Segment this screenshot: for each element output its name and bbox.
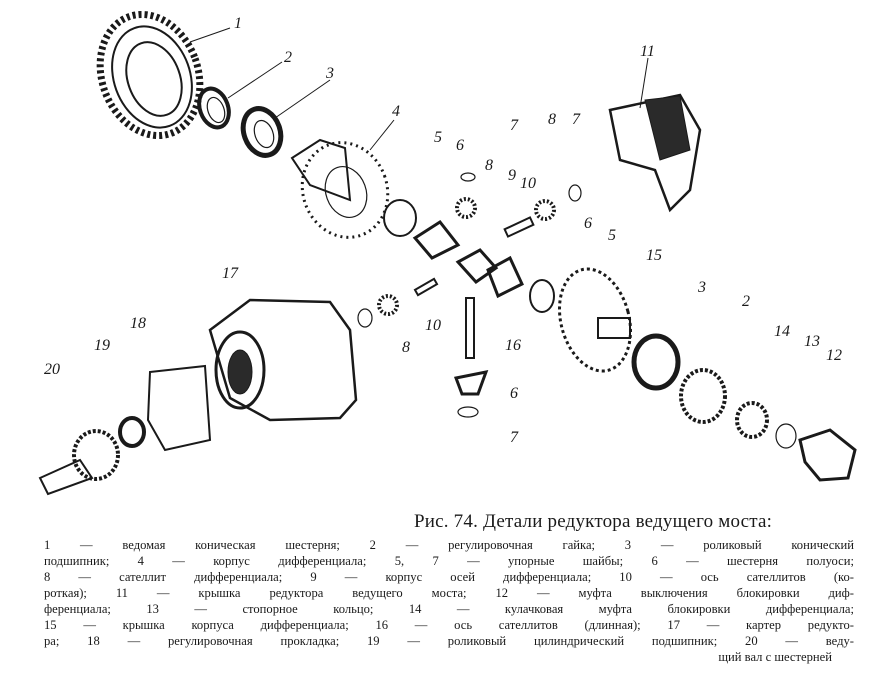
lock-clutch-part (798, 428, 857, 482)
legend-line: подшипник; 4 — корпус дифференциала; 5, … (44, 554, 854, 568)
half-shaft-gear-part (412, 220, 461, 260)
legend-line: 15 — крышка корпуса дифференциала; 16 — … (44, 618, 854, 632)
label-19: 19 (94, 337, 110, 354)
short-axle-part (503, 216, 535, 238)
label-12: 12 (826, 347, 842, 364)
label-13: 13 (804, 333, 820, 350)
label-6: 6 (456, 137, 464, 154)
adjusting-nut-right-part (679, 368, 727, 424)
label-9: 9 (508, 167, 516, 184)
label-2b: 2 (742, 293, 750, 310)
label-10: 10 (520, 175, 536, 192)
label-7: 7 (510, 117, 519, 134)
label-17: 17 (222, 265, 239, 282)
differential-case-part (290, 138, 390, 239)
label-15: 15 (646, 247, 662, 264)
diff-case-cover-part (558, 267, 632, 373)
label-20: 20 (44, 361, 60, 378)
gear-part (486, 255, 524, 299)
label-7c: 7 (510, 429, 519, 446)
label-8b: 8 (548, 111, 556, 128)
snap-ring-part (775, 423, 797, 449)
legend-line: 1 — ведомая коническая шестерня; 2 — рег… (44, 538, 854, 552)
label-16: 16 (505, 337, 521, 354)
label-8: 8 (485, 157, 493, 174)
washer-left-part (357, 308, 373, 328)
tapered-bearing-part (240, 106, 284, 158)
label-6b: 6 (584, 215, 592, 232)
washer-right-part (568, 184, 582, 202)
label-6c: 6 (510, 385, 518, 402)
label-4: 4 (392, 103, 400, 120)
label-3: 3 (325, 65, 334, 82)
legend-line: щий вал с шестерней (718, 650, 832, 664)
legend-line: роткая); 11 — крышка редуктора ведущего … (44, 586, 854, 600)
exploded-parts-diagram: 1 2 3 4 5 6 7 8 9 10 11 8 7 15 5 6 17 3 … (38, 10, 857, 496)
label-5: 5 (434, 129, 442, 146)
label-8c: 8 (402, 339, 410, 356)
washer-bottom-part (457, 406, 479, 418)
legend-line: ра; 18 — регулировочная прокладка; 19 — … (44, 634, 854, 648)
satellite-gear-part (455, 197, 477, 219)
label-2: 2 (284, 49, 292, 66)
figure-caption-title: Рис. 74. Детали редуктора ведущего моста… (414, 511, 773, 532)
figure-caption-legend: 1 — ведомая коническая шестерня; 2 — рег… (44, 537, 854, 665)
label-14: 14 (774, 323, 790, 340)
label-7b: 7 (572, 111, 581, 128)
half-shaft-gear-bottom-part (453, 370, 489, 396)
satellite-gear-right-part (534, 199, 556, 221)
long-axle-part (465, 297, 475, 359)
adjusting-nut-part (197, 86, 231, 130)
label-10b: 10 (425, 317, 441, 334)
label-3b: 3 (697, 279, 706, 296)
carter-part (208, 298, 358, 422)
washer-ring-part (529, 279, 555, 313)
tapered-bearing-right-part (631, 333, 681, 391)
short-axle-left-part (413, 277, 439, 297)
drive-shaft-part (38, 429, 120, 496)
reducer-cover-part (608, 93, 702, 213)
shim-part (146, 364, 212, 452)
thrust-washer-part (383, 199, 417, 237)
satellite-gear-left-part (377, 294, 399, 316)
label-1: 1 (234, 15, 242, 32)
washer-small-part (460, 172, 476, 182)
cylindrical-bearing-part (118, 416, 146, 448)
dog-coupling-part (735, 401, 769, 439)
axle-housing-part (455, 248, 499, 284)
label-5b: 5 (608, 227, 616, 244)
label-11: 11 (640, 43, 655, 60)
legend-line: 8 — сателлит дифференциала; 9 — корпус о… (44, 570, 854, 584)
ring-gear-part (96, 10, 204, 140)
legend-line: ференциала; 13 — стопорное кольцо; 14 — … (44, 602, 854, 616)
label-18: 18 (130, 315, 146, 332)
